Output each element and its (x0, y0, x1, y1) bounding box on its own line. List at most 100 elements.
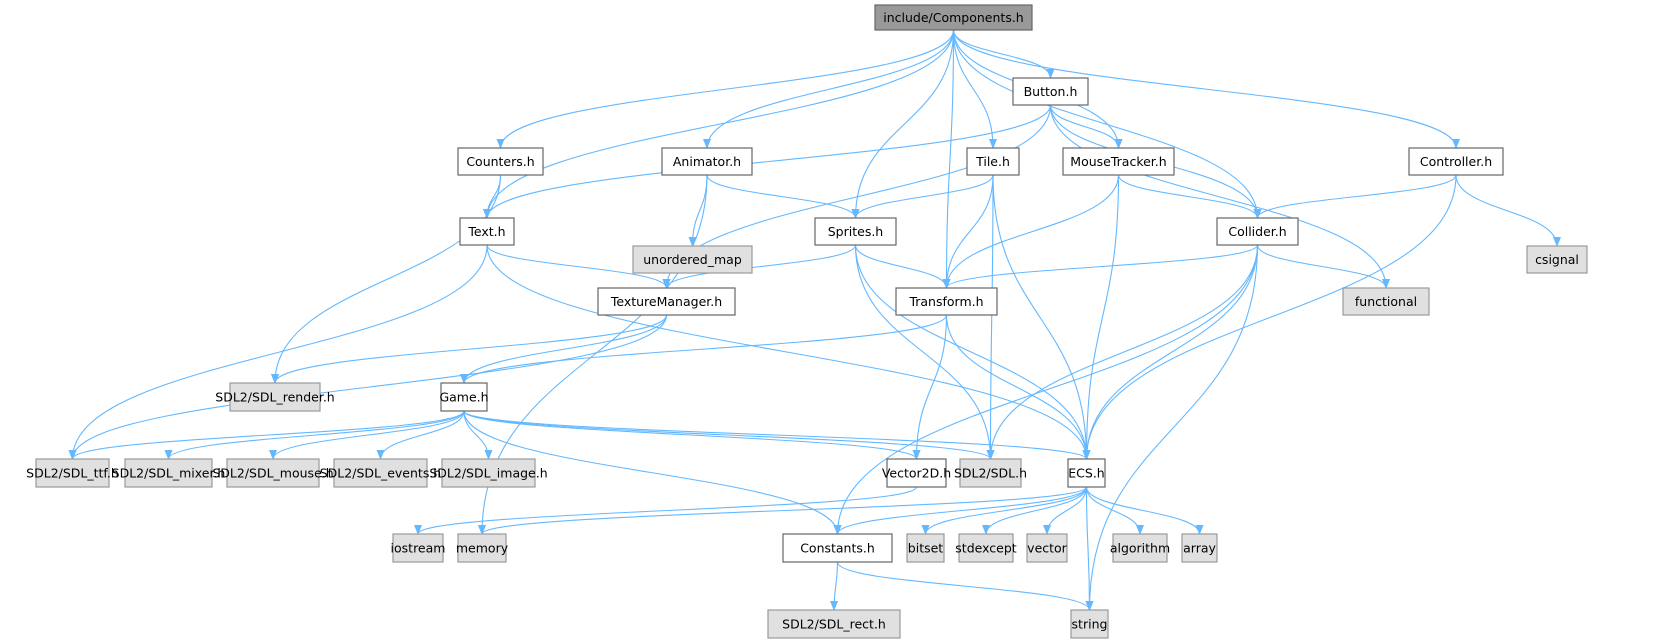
edge-transform-to-game (460, 314, 948, 384)
edge-ecs-to-stdexcept (982, 486, 1088, 535)
node-box (895, 287, 998, 316)
node-components[interactable]: include/Components.h (874, 4, 1033, 31)
node-ecs[interactable]: ECS.h (1067, 458, 1106, 488)
edge-text-to-ecs (486, 244, 1091, 460)
edge-collider-to-constants (833, 244, 1259, 535)
edge-collider-to-string (1085, 244, 1259, 611)
node-constants[interactable]: Constants.h (782, 533, 893, 563)
node-vector2d[interactable]: Vector2D.h (882, 458, 951, 488)
node-bitset: bitset (906, 533, 945, 563)
edge-constants-to-sdl_rect (830, 561, 839, 611)
node-label: unordered_map (643, 252, 742, 267)
node-sdl-mouse: SDL2/SDL_mouse.h (212, 458, 334, 488)
node-box (782, 533, 893, 563)
node-box (874, 4, 1033, 31)
edge-components-to-collider (952, 29, 1262, 219)
node-label: SDL2/SDL_ttf.h (26, 466, 119, 481)
edge-components-to-tile (952, 29, 997, 149)
node-box (1408, 147, 1504, 176)
node-sdl-mixer: SDL2/SDL_mixer.h (112, 458, 226, 488)
node-stdexcept: stdexcept (955, 533, 1017, 563)
edge-ecs-to-algorithm (1085, 486, 1144, 535)
node-label: SDL2/SDL.h (954, 466, 1027, 481)
edge-game-to-ecs (463, 410, 1091, 460)
node-game[interactable]: Game.h (439, 382, 489, 412)
edge-tile-to-ecs (992, 174, 1091, 460)
node-label: Sprites.h (828, 224, 883, 239)
node-label: vector (1027, 541, 1068, 556)
node-label: Animator.h (673, 154, 741, 169)
node-memory: memory (456, 533, 509, 563)
edge-components-to-text (483, 29, 955, 219)
edge-collider-to-functional (1256, 244, 1390, 289)
node-collider[interactable]: Collider.h (1216, 217, 1299, 246)
node-tile[interactable]: Tile.h (966, 147, 1020, 176)
node-label: SDL2/SDL_mixer.h (112, 466, 226, 481)
edge-game-to-vector2d (463, 410, 921, 460)
node-label: Text.h (467, 224, 505, 239)
edge-transform-to-ecs (945, 314, 1091, 460)
node-box (333, 458, 428, 488)
edge-mousetracker-to-transform (942, 174, 1120, 289)
node-label: algorithm (1110, 541, 1170, 556)
edge-collider-to-sdl (986, 244, 1259, 460)
edge-collider-to-transform (942, 244, 1259, 289)
node-sprites[interactable]: Sprites.h (814, 217, 897, 246)
edge-sprites-to-transform (854, 244, 951, 289)
node-functional: functional (1342, 287, 1430, 316)
node-label: Game.h (439, 390, 488, 405)
edge-game-to-sdl_mixer (164, 410, 465, 460)
edge-tile-to-sdl (986, 174, 995, 460)
node-box (1342, 287, 1430, 316)
node-label: iostream (391, 541, 446, 556)
node-label: SDL2/SDL_render.h (215, 390, 334, 405)
node-iostream: iostream (391, 533, 446, 563)
node-animator[interactable]: Animator.h (661, 147, 753, 176)
node-button[interactable]: Button.h (1012, 77, 1089, 106)
node-label: Controller.h (1420, 154, 1492, 169)
node-unordered-map: unordered_map (632, 245, 753, 274)
edge-animator-to-unordered_map (688, 174, 708, 247)
edge-ecs-to-array (1085, 486, 1204, 535)
node-label: SDL2/SDL_image.h (429, 466, 547, 481)
node-label: stdexcept (955, 541, 1016, 556)
node-box (886, 458, 947, 488)
node-texturemanager[interactable]: TextureManager.h (597, 287, 736, 316)
edge-components-to-animator (703, 29, 955, 149)
node-box (1067, 458, 1106, 488)
node-sdl-rect: SDL2/SDL_rect.h (767, 609, 901, 639)
node-box (392, 533, 444, 563)
node-sdl: SDL2/SDL.h (954, 458, 1027, 488)
node-mousetracker[interactable]: MouseTracker.h (1062, 147, 1175, 176)
edge-components-to-button (952, 29, 1055, 79)
node-label: memory (456, 541, 509, 556)
edge-game-to-constants (463, 410, 842, 535)
edge-tile-to-sprites (851, 174, 994, 219)
node-box (457, 147, 544, 176)
node-box (958, 533, 1014, 563)
node-array: array (1181, 533, 1218, 563)
node-box (661, 147, 753, 176)
node-box (1062, 147, 1175, 176)
edge-controller-to-ecs (1082, 174, 1457, 460)
node-controller[interactable]: Controller.h (1408, 147, 1504, 176)
node-counters[interactable]: Counters.h (457, 147, 544, 176)
node-label: string (1072, 617, 1108, 632)
node-sdl-ttf: SDL2/SDL_ttf.h (26, 458, 119, 488)
node-label: Button.h (1024, 84, 1078, 99)
edge-game-to-sdl_ttf (68, 410, 465, 460)
node-csignal: csignal (1526, 245, 1588, 274)
node-box (597, 287, 736, 316)
node-box (632, 245, 753, 274)
edge-ecs-to-bitset (921, 486, 1088, 535)
edge-texturemanager-to-game (460, 314, 668, 384)
node-string: string (1070, 609, 1109, 639)
node-box (1012, 77, 1089, 106)
node-transform[interactable]: Transform.h (895, 287, 998, 316)
edge-sprites-to-ecs (854, 244, 1091, 460)
edge-text-to-texturemanager (486, 244, 671, 289)
node-text[interactable]: Text.h (459, 217, 515, 246)
node-box (1181, 533, 1218, 563)
node-label: SDL2/SDL_mouse.h (212, 466, 333, 481)
node-label: array (1183, 541, 1216, 556)
